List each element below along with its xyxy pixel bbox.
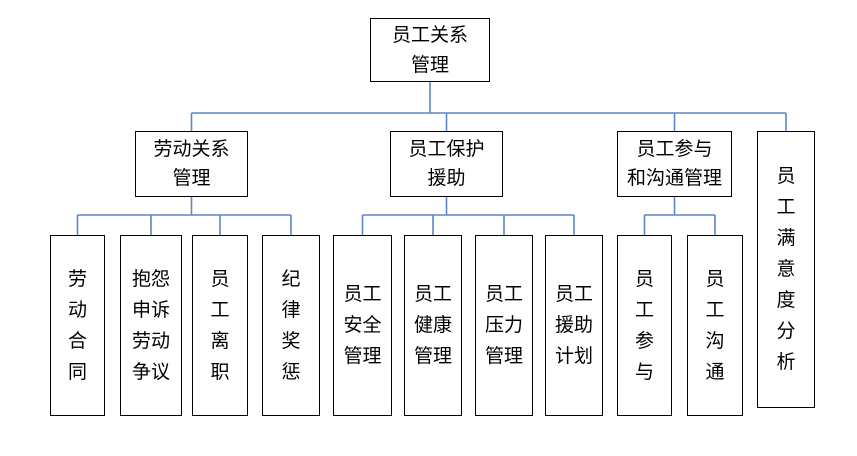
node-label-line: 工 (705, 298, 725, 321)
node-label-line: 员工关系 (391, 24, 468, 46)
node-label-line: 和沟通管理 (626, 167, 722, 189)
node-label-line: 员 (776, 165, 796, 187)
node-label-line: 健康 (413, 314, 452, 336)
node-label-line: 劳 (67, 267, 87, 290)
node-label-line: 与 (634, 360, 654, 383)
node-label-line: 援助 (427, 167, 466, 189)
node-label-line: 管理 (410, 54, 449, 76)
node-label-line: 满 (776, 227, 796, 249)
node-label-line: 工 (634, 298, 654, 321)
node-label-line: 员工 (554, 283, 593, 305)
node-satisfaction-analysis: 员 工 满 意 度 分 析 (757, 131, 815, 408)
node-label-line: 析 (776, 351, 796, 373)
node-labor-contract: 劳 动 合 同 (50, 235, 105, 416)
node-label-line: 管理 (484, 345, 523, 367)
node-label-line: 度 (776, 289, 796, 311)
node-label-line: 劳动关系 (153, 138, 230, 160)
node-label-line: 意 (776, 258, 796, 280)
node-label-line: 工 (210, 298, 230, 321)
node-label-line: 管理 (172, 167, 211, 189)
node-label-line: 压力 (484, 314, 523, 336)
node-label-line: 争议 (131, 360, 170, 383)
node-label-line: 抱怨 (131, 267, 170, 290)
node-employee-communication: 员 工 沟 通 (687, 235, 743, 416)
node-label-line: 员 (210, 267, 230, 290)
node-assistance-program: 员工 援助 计划 (545, 235, 603, 416)
node-label-line: 员工 (484, 283, 523, 305)
node-discipline: 纪 律 奖 惩 (262, 235, 320, 416)
node-label-line: 员 (705, 267, 725, 290)
node-label-line: 劳动 (131, 329, 170, 352)
node-label-line: 分 (776, 320, 796, 342)
node-label-line: 同 (67, 360, 87, 383)
node-label-line: 员 (634, 267, 654, 290)
node-stress-management: 员工 压力 管理 (475, 235, 533, 416)
node-complaints-disputes: 抱怨 申诉 劳动 争议 (120, 235, 182, 416)
node-label-line: 员工 (413, 283, 452, 305)
node-safety-management: 员工 安全 管理 (333, 235, 392, 416)
node-health-management: 员工 健康 管理 (404, 235, 462, 416)
node-employee-participation: 员工参与 和沟通管理 (617, 131, 732, 197)
node-label-line: 纪 (281, 267, 301, 290)
node-root: 员工关系 管理 (370, 18, 490, 82)
node-label-line: 沟 (705, 329, 725, 352)
node-label-line: 律 (281, 298, 301, 321)
node-label-line: 计划 (554, 345, 593, 367)
node-label-line: 工 (776, 196, 796, 218)
node-label-line: 通 (705, 360, 725, 383)
node-label-line: 员工 (343, 283, 382, 305)
node-label-line: 安全 (343, 314, 382, 336)
node-label-line: 管理 (343, 345, 382, 367)
node-label-line: 管理 (413, 345, 452, 367)
node-label-line: 申诉 (131, 298, 170, 321)
node-employee-separation: 员 工 离 职 (192, 235, 248, 416)
node-label-line: 员工参与 (636, 138, 713, 160)
node-employee-participation-leaf: 员 工 参 与 (617, 235, 672, 416)
node-label-line: 动 (67, 298, 87, 321)
node-label-line: 离 (210, 329, 230, 352)
node-label-line: 奖 (281, 329, 301, 352)
node-employee-protection: 员工保护 援助 (390, 131, 503, 197)
node-label-line: 惩 (281, 360, 301, 383)
node-label-line: 援助 (554, 314, 593, 336)
node-label-line: 员工保护 (408, 138, 485, 160)
node-label-line: 参 (634, 329, 654, 352)
node-label-line: 职 (210, 360, 230, 383)
node-labor-relations: 劳动关系 管理 (135, 131, 248, 197)
node-label-line: 合 (67, 329, 87, 352)
